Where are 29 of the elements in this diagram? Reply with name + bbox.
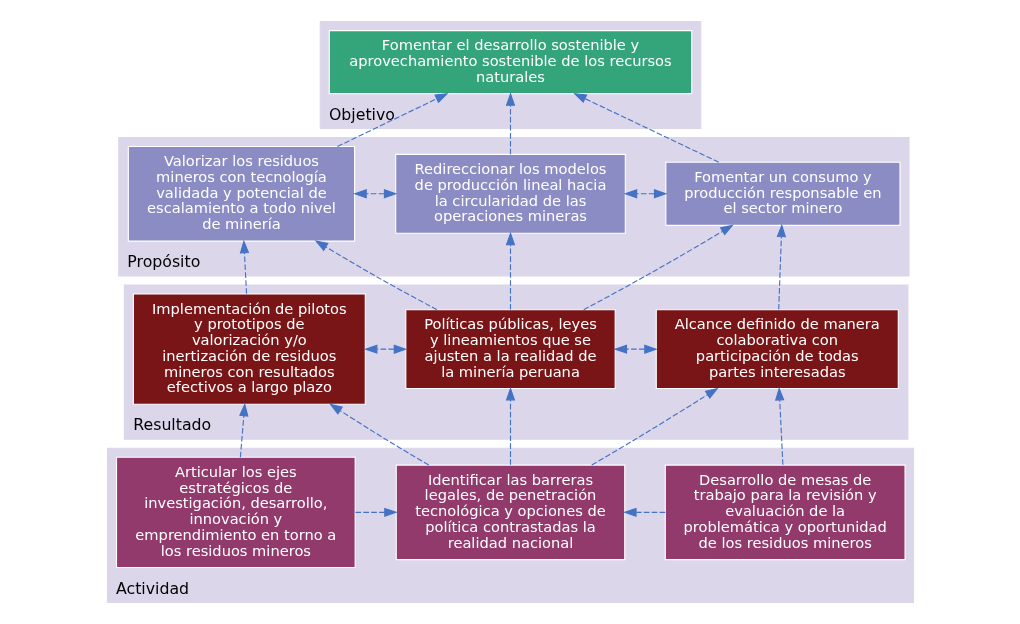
arrow <box>354 507 398 518</box>
node-box: Identificar las barreras legales, de penetración tecnológica y opciones de política contrastadas la realidad nacional <box>395 464 625 561</box>
arrow <box>590 387 719 466</box>
arrow <box>328 403 429 466</box>
node-box: Articular los ejes estratégicos de investigación, desarrollo, innovación y emprendimiento en torno a los residuos mineros <box>115 456 356 569</box>
arrow <box>505 231 515 310</box>
arrow <box>239 239 249 295</box>
node-box: Políticas públicas, leyes y lineamientos que se ajusten a la realidad de la minería peruana <box>404 309 616 390</box>
arrow <box>774 386 784 466</box>
arrow <box>363 344 407 354</box>
node-box: Valorizar los residuos mineros con tecnología validada y potencial de escalamiento a todo nivel de minería <box>127 145 355 242</box>
node-box: Redireccionar los modelos de producción lineal hacia la circularidad de las operaciones mineras <box>394 153 626 234</box>
arrow <box>238 402 249 458</box>
arrow <box>352 189 397 199</box>
node-box: Fomentar un consumo y producción responsable en el sector minero <box>664 161 901 226</box>
arrow <box>505 92 515 155</box>
node-box: Alcance definido de manera colaborativa con participación de todas partes interesadas <box>655 309 899 390</box>
arrow <box>613 344 658 354</box>
arrow <box>623 189 667 199</box>
node-box: Implementación de pilotos y prototipos de valorización y/o inertización de residuos mineros con resultados efectivos a largo plazo <box>132 293 366 405</box>
arrow <box>582 224 734 311</box>
arrow <box>336 93 448 148</box>
node-box: Desarrollo de mesas de trabajo para la revisión y evaluación de la problemática y oportunidad de los residuos mineros <box>664 464 906 561</box>
arrow <box>622 507 666 518</box>
node-box: Fomentar el desarrollo sostenible y aprovechamiento sostenible de los recursos naturales <box>328 30 692 95</box>
arrow <box>505 386 515 466</box>
arrow <box>314 240 437 311</box>
arrow <box>776 223 786 310</box>
arrow <box>572 93 719 163</box>
